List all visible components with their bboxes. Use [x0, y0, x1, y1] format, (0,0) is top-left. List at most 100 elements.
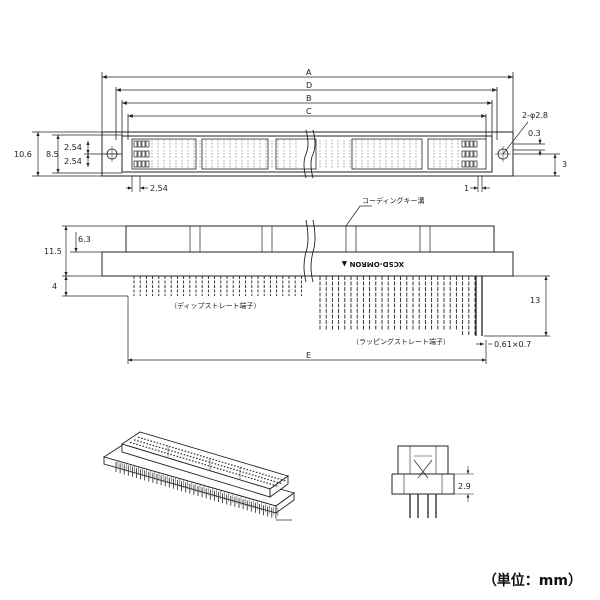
iso-contact-hole	[145, 446, 148, 448]
label-hole-spec: 2-φ2.8	[522, 111, 548, 120]
label-dim-2-54-upper: 2.54	[64, 143, 82, 152]
top-bottom-dims	[126, 176, 490, 192]
iso-contact-hole	[227, 463, 230, 465]
iso-contact-hole	[180, 453, 183, 455]
iso-contact-hole	[185, 458, 188, 460]
units-label: （単位：mm）	[482, 573, 582, 589]
contact-cell	[145, 160, 150, 168]
iso-contact-hole	[190, 452, 193, 454]
iso-contact-hole	[238, 474, 241, 476]
front-pin-array	[133, 276, 483, 336]
iso-contact-hole	[240, 467, 242, 469]
iso-contact-hole	[216, 467, 219, 469]
iso-contact-hole	[235, 473, 237, 475]
iso-contact-hole	[217, 464, 220, 466]
label-dim-2-9: 2.9	[458, 482, 471, 491]
iso-contact-hole	[155, 445, 158, 448]
iso-contact-hole	[249, 469, 252, 472]
label-dim-0-3: 0.3	[528, 129, 541, 138]
iso-contact-hole	[142, 445, 144, 447]
iso-contact-hole	[195, 461, 197, 463]
label-dim-b: B	[306, 94, 312, 103]
iso-contact-hole	[262, 473, 264, 475]
top-body	[121, 135, 493, 173]
iso-contact-hole	[143, 442, 145, 444]
iso-contact-hole	[231, 464, 233, 466]
iso-contact-hole	[269, 483, 272, 485]
iso-contact-hole	[193, 453, 196, 455]
iso-contact-hole	[209, 457, 211, 460]
iso-contact-hole	[283, 480, 286, 482]
iso-contact-hole	[275, 485, 278, 487]
front-upper-body	[125, 225, 495, 253]
iso-contact-hole	[257, 479, 259, 481]
iso-contact-hole	[153, 441, 156, 443]
iso-contact-hole	[149, 444, 152, 446]
iso-contact-hole	[219, 468, 222, 470]
contact-cell	[461, 140, 466, 148]
label-dim-10-6: 10.6	[14, 150, 32, 159]
contact-cell	[465, 160, 470, 168]
iso-contact-hole	[130, 442, 132, 444]
iso-contact-hole	[215, 459, 218, 461]
iso-contact-hole	[271, 476, 273, 478]
label-dim-6-3: 6.3	[78, 235, 91, 244]
iso-contact-hole	[165, 448, 167, 450]
label-dim-8-5: 8.5	[46, 150, 59, 159]
iso-contact-hole	[267, 478, 269, 481]
iso-contact-hole	[260, 480, 262, 482]
iso-contact-hole	[188, 459, 191, 461]
iso-contact-hole	[146, 443, 148, 445]
product-marking: XCSD-ОМRОN ▲	[341, 260, 404, 268]
iso-contact-hole	[182, 457, 185, 459]
iso-contact-hole	[157, 450, 160, 452]
iso-contact-hole	[273, 480, 276, 482]
iso-contact-hole	[255, 471, 258, 473]
label-dim-11-5: 11.5	[44, 247, 62, 256]
iso-contact-hole	[258, 472, 261, 474]
iso-contact-hole	[221, 461, 224, 463]
iso-contact-hole	[198, 462, 200, 464]
label-dim-c: C	[306, 107, 312, 116]
front-left-dims	[62, 225, 128, 297]
iso-contact-hole	[258, 476, 260, 478]
iso-contact-hole	[239, 470, 241, 472]
iso-contact-hole	[136, 443, 138, 446]
label-dim-3: 3	[562, 160, 567, 169]
iso-contact-hole	[154, 449, 157, 451]
iso-contact-hole	[202, 459, 204, 461]
iso-contact-hole	[158, 446, 161, 448]
iso-contact-hole	[150, 440, 152, 442]
iso-contact-hole	[165, 445, 168, 447]
iso-contact-hole	[254, 475, 257, 477]
iso-contact-hole	[176, 455, 179, 457]
iso-contact-hole	[241, 475, 244, 477]
top-right-dims	[502, 121, 560, 177]
iso-contact-hole	[243, 468, 245, 470]
iso-contact-hole	[156, 442, 159, 444]
iso-contact-hole	[192, 460, 194, 462]
contact-cell	[473, 140, 478, 148]
iso-contact-hole	[184, 450, 187, 452]
iso-contact-hole	[270, 479, 272, 482]
iso-contact-hole	[272, 484, 275, 486]
iso-contact-hole	[233, 468, 235, 471]
iso-contact-hole	[218, 460, 221, 462]
iso-contact-hole	[152, 444, 155, 447]
iso-contact-hole	[178, 448, 180, 450]
iso-contact-hole	[207, 465, 210, 467]
front-base-flange	[101, 251, 514, 277]
iso-contact-hole	[230, 467, 232, 470]
contact-cell	[469, 150, 474, 158]
contact-cell	[133, 150, 138, 158]
label-dip-terminal: （ディップストレート端子）	[170, 301, 261, 310]
contact-cell	[137, 150, 142, 158]
iso-contact-hole	[159, 443, 162, 445]
isometric-contact-holes	[130, 436, 286, 487]
label-wrap-terminal: （ラッピングストレート端子）	[352, 337, 450, 346]
iso-contact-hole	[186, 455, 189, 457]
iso-contact-hole	[263, 481, 265, 483]
iso-contact-hole	[189, 455, 192, 458]
iso-contact-hole	[237, 466, 239, 468]
